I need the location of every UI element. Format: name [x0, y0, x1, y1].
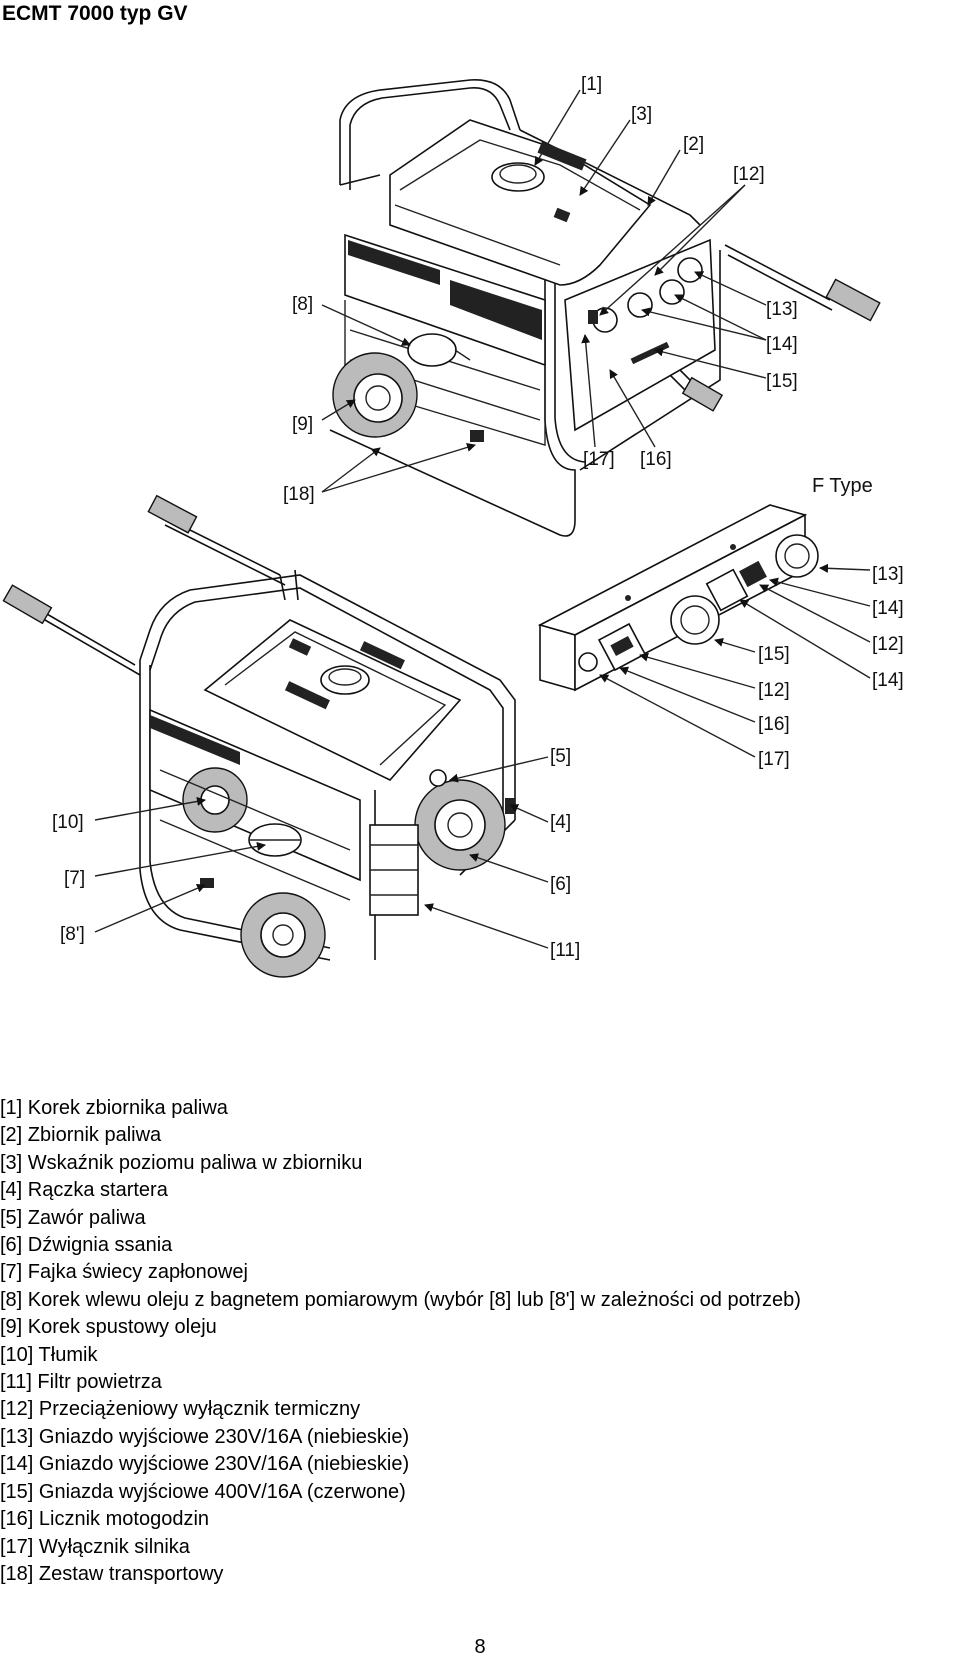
callout-9: [9]	[292, 414, 313, 435]
bottom-generator-illustration	[2, 494, 516, 978]
callout-15-top: [15]	[766, 371, 798, 392]
callout-8-prime: [8']	[60, 924, 85, 945]
f-type-panel-illustration	[537, 504, 819, 692]
callout-labels: [1] [3] [2] [12] [8] [13] [14] [15] [9] …	[52, 74, 904, 961]
legend-item: [16] Licznik motogodzin	[0, 1508, 210, 1531]
callout-14-ftype-b: [14]	[872, 670, 904, 691]
page-number: 8	[474, 1636, 486, 1658]
legend-item: [13] Gniazdo wyjściowe 230V/16A (niebies…	[0, 1425, 410, 1448]
callout-12-ftype-b: [12]	[758, 680, 790, 701]
callout-6: [6]	[550, 874, 571, 895]
callout-15-ftype: [15]	[758, 644, 790, 665]
legend-item: [1] Korek zbiornika paliwa	[0, 1097, 228, 1119]
f-type-callout-leaders	[599, 563, 871, 758]
callout-4: [4]	[550, 812, 571, 833]
callout-10: [10]	[52, 812, 84, 833]
legend-item: [5] Zawór paliwa	[0, 1206, 146, 1229]
callout-14-ftype-a: [14]	[872, 598, 904, 619]
callout-8: [8]	[292, 294, 313, 315]
callout-2: [2]	[683, 134, 704, 155]
document-title: ECMT 7000 typ GV	[2, 2, 188, 25]
top-generator-illustration	[329, 79, 881, 537]
legend-item: [11] Filtr powietrza	[0, 1371, 162, 1394]
callout-16-top: [16]	[640, 449, 672, 470]
legend-item: [8] Korek wlewu oleju z bagnetem pomiaro…	[0, 1288, 801, 1311]
callout-13-top: [13]	[766, 299, 798, 320]
callout-1: [1]	[581, 74, 602, 95]
callout-17-ftype: [17]	[758, 749, 790, 770]
parts-legend: [1] Korek zbiornika paliwa [2] Zbiornik …	[0, 1095, 801, 1588]
callout-5: [5]	[550, 746, 571, 767]
bottom-callout-leaders	[94, 756, 549, 949]
callout-12-ftype-a: [12]	[872, 634, 904, 655]
legend-item: [15] Gniazda wyjściowe 400V/16A (czerwon…	[0, 1480, 406, 1503]
legend-item: [6] Dźwignia ssania	[0, 1234, 173, 1257]
callout-7: [7]	[64, 868, 85, 889]
legend-item: [3] Wskaźnik poziomu paliwa w zbiorniku	[0, 1151, 363, 1174]
callout-12-top: [12]	[733, 164, 765, 185]
legend-item: [14] Gniazdo wyjściowe 230V/16A (niebies…	[0, 1453, 410, 1476]
callout-13-ftype: [13]	[872, 564, 904, 585]
legend-item: [18] Zestaw transportowy	[0, 1562, 224, 1585]
top-callout-leaders	[321, 89, 767, 493]
legend-item: [10] Tłumik	[0, 1343, 98, 1366]
legend-item: [4] Rączka startera	[0, 1179, 168, 1202]
f-type-label: F Type	[812, 475, 873, 497]
legend-item: [7] Fajka świecy zapłonowej	[0, 1261, 248, 1284]
callout-11: [11]	[550, 940, 580, 961]
callout-17-top: [17]	[583, 449, 615, 470]
legend-item: [12] Przeciążeniowy wyłącznik termiczny	[0, 1398, 361, 1421]
generator-diagram: [1] [3] [2] [12] [8] [13] [14] [15] [9] …	[0, 60, 960, 1060]
callout-3: [3]	[631, 104, 652, 125]
callout-16-ftype: [16]	[758, 714, 790, 735]
legend-item: [2] Zbiornik paliwa	[0, 1124, 162, 1147]
callout-18: [18]	[283, 484, 315, 505]
legend-item: [9] Korek spustowy oleju	[0, 1316, 217, 1339]
callout-14-top: [14]	[766, 334, 798, 355]
legend-item: [17] Wyłącznik silnika	[0, 1535, 190, 1558]
